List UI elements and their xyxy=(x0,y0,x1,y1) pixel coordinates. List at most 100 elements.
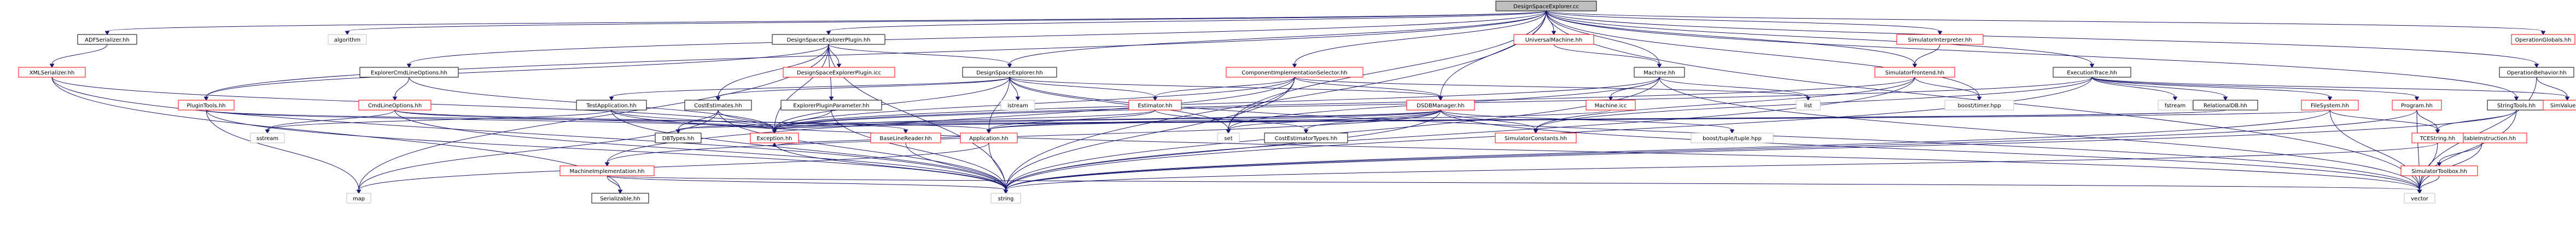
node-box xyxy=(178,100,235,111)
node-relational_db[interactable]: RelationalDB.hh xyxy=(2193,100,2258,111)
node-label: istream xyxy=(1007,103,1028,109)
node-tce_string[interactable]: TCEString.hh xyxy=(2411,132,2464,143)
edge-dse_cc-to-dse_hh xyxy=(1009,10,1547,65)
node-label: sstream xyxy=(257,136,278,142)
node-plugin_tools[interactable]: PluginTools.hh xyxy=(178,100,235,111)
node-simulator_toolbox[interactable]: SimulatorToolbox.hh xyxy=(2400,165,2478,176)
node-label: Machine.hh xyxy=(1643,70,1675,76)
node-string_tools[interactable]: StringTools.hh xyxy=(2487,100,2546,111)
node-box xyxy=(780,100,882,111)
arrowhead-execution_trace-to-file_system xyxy=(2327,96,2333,101)
node-xml_serializer[interactable]: XMLSerializer.hh xyxy=(18,67,86,78)
node-execution_trace[interactable]: ExecutionTrace.hh xyxy=(2053,67,2131,78)
edge-dse_cc-to-component_impl_selector xyxy=(1294,10,1547,65)
edge-simulator_frontend-to-string xyxy=(1005,77,1915,191)
node-dse_cc[interactable]: DesignSpaceExplorer.cc xyxy=(1495,1,1597,11)
node-explorer_cmd_line[interactable]: ExplorerCmdLineOptions.hh xyxy=(359,67,459,78)
node-serializable[interactable]: Serializable.hh xyxy=(591,193,649,204)
arrowhead-machine_icc-to-application xyxy=(986,129,992,134)
node-label: boost/tuple/tuple.hpp xyxy=(1703,136,1762,142)
node-application[interactable]: Application.hh xyxy=(960,132,1018,143)
arrowhead-dsdb_manager-to-simulator_constants xyxy=(1533,129,1538,134)
edge-baseline_reader-to-string xyxy=(905,142,1006,191)
edge-cost_estimates-to-dbtypes xyxy=(678,109,719,130)
node-explorer_plugin_param[interactable]: ExplorerPluginParameter.hh xyxy=(780,100,882,111)
node-dse_plugin_icc[interactable]: DesignSpaceExplorerPlugin.icc xyxy=(783,67,895,78)
node-machine_implementation[interactable]: MachineImplementation.hh xyxy=(560,165,655,176)
node-adf_serializer[interactable]: ADFSerializer.hh xyxy=(77,34,137,45)
edge-explorer_plugin_param-to-string xyxy=(831,109,1006,191)
edge-simulator_interpreter-to-simulator_frontend xyxy=(1914,44,1940,65)
edge-cmd_line_options-to-sstream xyxy=(267,109,395,130)
node-label: ExecutionTrace.hh xyxy=(2067,70,2117,76)
node-universal_machine[interactable]: UniversalMachine.hh xyxy=(1513,34,1594,45)
node-label: CmdLineOptions.hh xyxy=(368,103,422,109)
arrowhead-execution_trace-to-fstream xyxy=(2172,96,2178,101)
edge-test_application-to-string xyxy=(611,109,1006,191)
arrowhead-tce_string-to-string xyxy=(1003,189,1009,194)
node-dse_plugin[interactable]: DesignSpaceExplorerPlugin.hh xyxy=(772,34,885,45)
node-label: list xyxy=(1804,103,1812,109)
node-component_impl_selector[interactable]: ComponentImplementationSelector.hh xyxy=(1226,67,1363,78)
edge-file_system-to-vector xyxy=(2329,109,2420,191)
node-box xyxy=(1226,67,1363,78)
node-cost_estimator_types[interactable]: CostEstimatorTypes.hh xyxy=(1264,132,1348,143)
node-simulator_constants[interactable]: SimulatorConstants.hh xyxy=(1495,132,1577,143)
node-machine_hh[interactable]: Machine.hh xyxy=(1634,67,1685,78)
node-box xyxy=(358,100,432,111)
arrowhead-adf_serializer-to-xml_serializer xyxy=(49,64,55,68)
edge-dse_plugin-to-cost_estimates xyxy=(718,44,829,97)
arrowhead-dse_cc-to-operation_behavior xyxy=(2534,64,2539,68)
node-label: map xyxy=(353,196,365,202)
node-box xyxy=(2404,193,2435,204)
arrowhead-application-to-map xyxy=(356,189,362,194)
node-simulator_interpreter[interactable]: SimulatorInterpreter.hh xyxy=(1896,34,1984,45)
node-test_application[interactable]: TestApplication.hh xyxy=(576,100,647,111)
node-dbtypes[interactable]: DBTypes.hh xyxy=(655,132,702,143)
node-box xyxy=(1128,100,1182,111)
edge-dsdb_manager-to-exception xyxy=(774,109,1441,130)
node-simvalue[interactable]: SimValue.hh xyxy=(2543,100,2576,111)
node-box xyxy=(2301,100,2359,111)
node-label: string xyxy=(998,196,1014,202)
node-simulator_frontend[interactable]: SimulatorFrontend.hh xyxy=(1874,67,1955,78)
edge-plugin_tools-to-exception xyxy=(206,109,775,130)
node-box xyxy=(1874,67,1955,78)
node-string: string xyxy=(990,193,1021,204)
node-box xyxy=(560,165,655,176)
node-box xyxy=(1217,132,1240,143)
node-baseline_reader[interactable]: BaseLineReader.hh xyxy=(870,132,941,143)
arrowhead-dse_hh-to-test_application xyxy=(609,96,614,101)
node-exception[interactable]: Exception.hh xyxy=(750,132,799,143)
node-istream: istream xyxy=(1000,100,1035,111)
node-box xyxy=(772,34,885,45)
node-cmd_line_options[interactable]: CmdLineOptions.hh xyxy=(358,100,432,111)
edge-dsdb_manager-to-cost_estimator_types xyxy=(1306,109,1441,130)
node-dse_hh[interactable]: DesignSpaceExplorer.hh xyxy=(962,67,1057,78)
arrowhead-component_impl_selector-to-estimator xyxy=(1152,96,1158,101)
node-file_system[interactable]: FileSystem.hh xyxy=(2301,100,2359,111)
node-cost_estimates[interactable]: CostEstimates.hh xyxy=(684,100,752,111)
edge-estimator-to-exception xyxy=(774,109,1156,130)
edge-plugin_tools-to-application xyxy=(206,109,989,130)
node-operation_behavior[interactable]: OperationBehavior.hh xyxy=(2499,67,2574,78)
node-program_hh[interactable]: Program.hh xyxy=(2392,100,2442,111)
node-dsdb_manager[interactable]: DSDBManager.hh xyxy=(1406,100,1475,111)
edge-dse_hh-to-exception xyxy=(774,77,1010,130)
node-label: DSDBManager.hh xyxy=(1417,103,1464,109)
edge-dse_plugin-to-plugin_tools xyxy=(206,44,829,97)
arrowhead-simulator_interpreter-to-simulator_frontend xyxy=(1912,64,1918,68)
node-label: Program.hh xyxy=(2401,103,2433,109)
edge-component_impl_selector-to-list xyxy=(1294,77,1809,97)
arrowhead-cmd_line_options-to-baseline_reader xyxy=(903,129,908,134)
arrowhead-dse_cc-to-simulator_interpreter xyxy=(1937,31,1943,35)
arrowhead-dse_cc-to-operation_globals xyxy=(2540,31,2546,35)
edge-dse_cc-to-string xyxy=(1005,10,1547,191)
node-operation_globals[interactable]: OperationGlobals.hh xyxy=(2511,34,2575,45)
node-box xyxy=(346,193,371,204)
node-estimator[interactable]: Estimator.hh xyxy=(1128,100,1182,111)
node-label: UniversalMachine.hh xyxy=(1525,37,1582,43)
node-machine_icc[interactable]: Machine.icc xyxy=(1586,100,1636,111)
edge-string_tools-to-vector xyxy=(2419,109,2517,191)
